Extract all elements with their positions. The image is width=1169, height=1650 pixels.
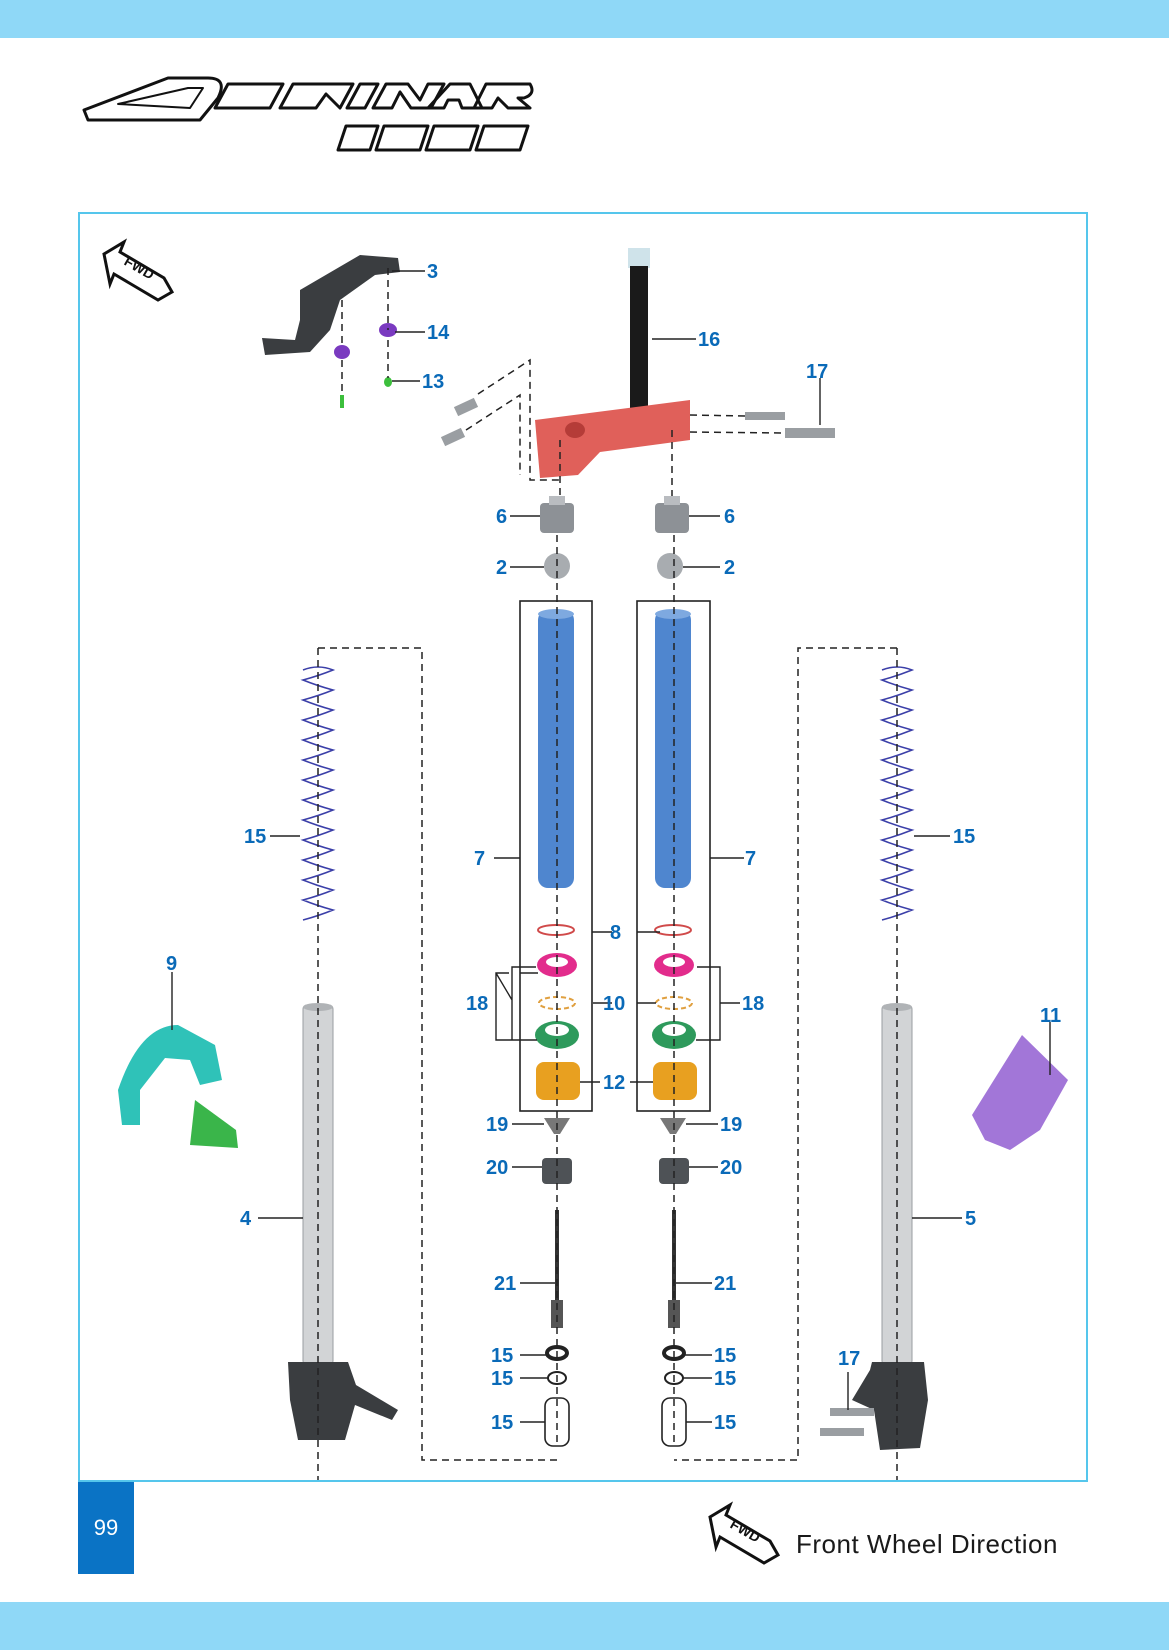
part-20-collars [542, 1158, 689, 1184]
callout-21-right: 21 [714, 1273, 736, 1295]
callout-20-right: 20 [720, 1157, 742, 1179]
callout-15-spacer-left: 15 [491, 1412, 513, 1434]
part-19-cones [544, 1118, 686, 1134]
callout-8: 8 [610, 922, 621, 944]
part-9-mudguard-bracket [118, 1025, 238, 1148]
callout-7-left: 7 [474, 848, 485, 870]
callout-20-left: 20 [486, 1157, 508, 1179]
callout-15-washer-right: 15 [714, 1345, 736, 1367]
callout-16: 16 [698, 329, 720, 351]
part-4-left-outer-tube [288, 1003, 398, 1440]
oil-seals [537, 953, 694, 977]
callout-4: 4 [240, 1208, 252, 1230]
part-11-mudguard [972, 1035, 1068, 1150]
callout-15-left-spring: 15 [244, 826, 266, 848]
dust-seals [535, 1021, 696, 1049]
part-16-steering-stem [621, 248, 657, 420]
callout-15-oring-right: 15 [714, 1368, 736, 1390]
part-5-right-outer-tube [820, 1003, 928, 1450]
callout-15-spacer-right: 15 [714, 1412, 736, 1434]
callout-10: 10 [603, 993, 625, 1015]
callout-6-right: 6 [724, 506, 735, 528]
part-21-damper-rods [551, 1210, 680, 1328]
callout-12: 12 [603, 1072, 625, 1094]
left-inner-assembly-box [519, 600, 593, 1112]
callout-18-right: 18 [742, 993, 764, 1015]
callout-2-left: 2 [496, 557, 507, 579]
callout-9: 9 [166, 953, 177, 975]
callout-15-right-spring: 15 [953, 826, 975, 848]
part-6-fork-caps [540, 496, 689, 533]
fwd-arrow-icon-bottom: FWD [708, 1501, 781, 1565]
callout-19-right: 19 [720, 1114, 742, 1136]
part-8-circlips [537, 924, 692, 936]
callout-15-washer-left: 15 [491, 1345, 513, 1367]
diagram-frame [78, 212, 1088, 1482]
fwd-arrow-icon: FWD [102, 238, 175, 302]
dominar-400-logo [78, 70, 538, 165]
part-2-balls [544, 553, 683, 579]
bottom-band [0, 1602, 1169, 1650]
callout-6-left: 6 [496, 506, 507, 528]
callout-5: 5 [965, 1208, 976, 1230]
callout-3: 3 [427, 261, 438, 283]
callout-13: 13 [422, 371, 444, 393]
fwd-caption: Front Wheel Direction [796, 1529, 1058, 1559]
part-7-inner-tubes [538, 609, 691, 888]
callout-15-oring-left: 15 [491, 1368, 513, 1390]
part-15-small-parts [544, 1345, 687, 1447]
callout-19-left: 19 [486, 1114, 508, 1136]
callout-7-right: 7 [745, 848, 756, 870]
top-band [0, 0, 1169, 38]
part-17-bolts [440, 397, 835, 447]
triple-clamp [535, 400, 690, 478]
callout-17-top: 17 [806, 361, 828, 383]
callout-11: 11 [1040, 1005, 1061, 1027]
callout-21-left: 21 [494, 1273, 516, 1295]
part-3-bracket [262, 255, 400, 408]
callout-2-right: 2 [724, 557, 735, 579]
callout-18-left: 18 [466, 993, 488, 1015]
callout-17-bottom: 17 [838, 1348, 860, 1370]
part-12-bushes [536, 1062, 697, 1100]
part-15-springs [300, 666, 915, 921]
page-number: 99 [78, 1482, 134, 1574]
callout-14: 14 [427, 322, 450, 344]
